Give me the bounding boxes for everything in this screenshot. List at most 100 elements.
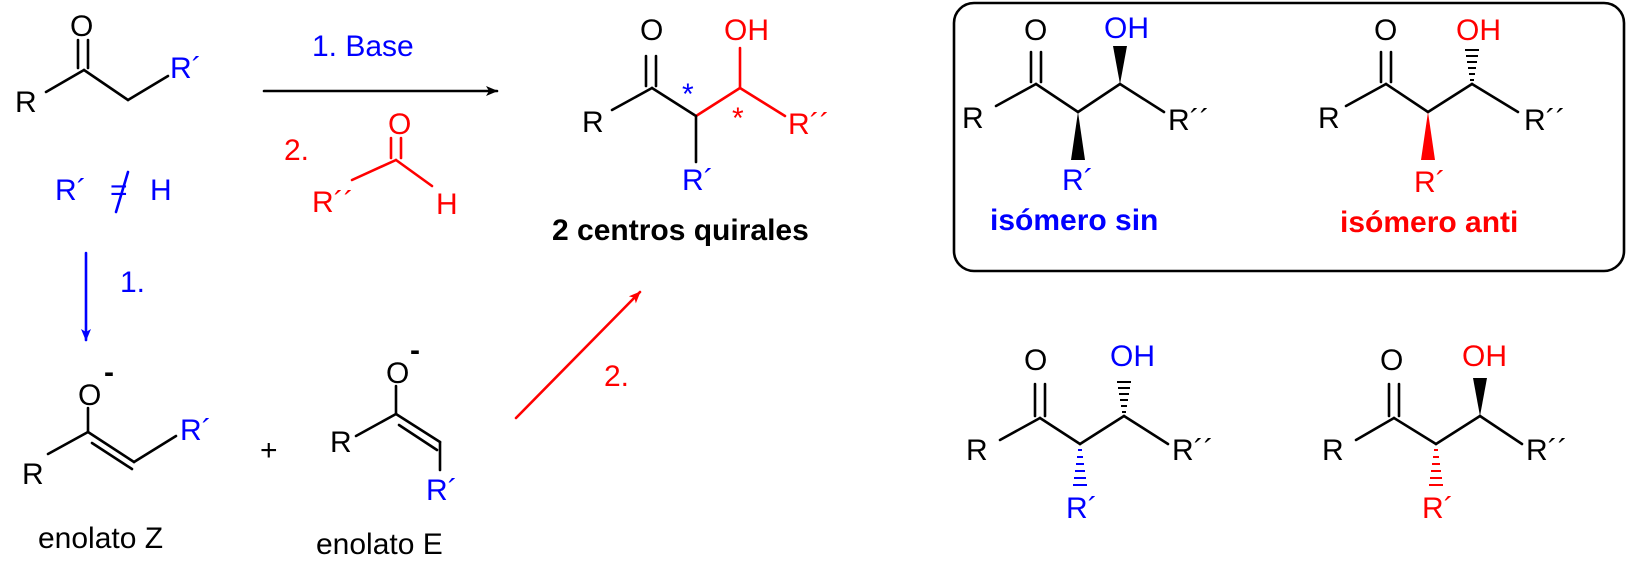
atom-O: O <box>388 108 411 141</box>
atom-R: R <box>330 426 352 459</box>
atom-O-minus: O <box>386 357 409 390</box>
substituent-Rp: R´ <box>682 164 714 197</box>
bond <box>1470 82 1520 114</box>
substituent-Rp: R´ <box>1414 166 1446 199</box>
atom-R: R <box>15 86 37 119</box>
chiral-marker-1: * <box>682 78 694 111</box>
arrow-step-1-label: 1. <box>120 266 145 299</box>
substituent-Rpp: R´´ <box>312 186 354 219</box>
bond <box>1434 414 1482 446</box>
bond <box>1122 414 1170 446</box>
chiral-marker-2: * <box>732 102 744 135</box>
bond <box>1392 416 1438 446</box>
bond <box>354 412 398 438</box>
double-bond <box>86 430 136 464</box>
arrow-enolates-to-product <box>514 290 642 420</box>
substituent-Rp: R´ <box>1422 492 1454 525</box>
atom-O: O <box>1380 344 1403 377</box>
group-OH: OH <box>1462 340 1507 373</box>
aldol-product: O OH R R´´ R´ * * 2 centros quirales <box>552 14 830 247</box>
bond <box>46 430 90 456</box>
substituent-Rpp: R´´ <box>1524 104 1566 137</box>
wedge-bond <box>1421 112 1435 160</box>
reaction-conditions: 1. Base 2. O R´´ H <box>262 30 499 221</box>
bond <box>998 416 1042 442</box>
condition-rp: R´ <box>55 174 87 207</box>
anti-enantiomer: O OH R R´´ R´ <box>1322 340 1568 525</box>
bond <box>1034 82 1080 114</box>
bond <box>738 86 787 118</box>
reagent-step-2: 2. <box>284 134 309 167</box>
substituent-Rp: R´ <box>1066 492 1098 525</box>
bond <box>610 86 654 112</box>
hash-bond <box>1429 449 1443 486</box>
anti-isomer: O OH R R´´ R´ isómero anti <box>1318 14 1566 239</box>
syn-enantiomer: O OH R R´´ R´ <box>966 340 1214 525</box>
atom-R: R <box>962 102 984 135</box>
bond <box>1354 416 1396 442</box>
atom-O-minus: O <box>78 379 101 412</box>
bond <box>394 158 434 188</box>
anti-caption: isómero anti <box>1340 206 1518 239</box>
atom-H: H <box>436 188 458 221</box>
condition-rp-not-h: R´ = H <box>55 170 172 214</box>
syn-caption: isómero sin <box>990 204 1158 237</box>
bond <box>1426 82 1474 114</box>
bond <box>1384 82 1430 114</box>
enolate-e: O - R R´ enolato E <box>316 334 458 561</box>
charge-minus: - <box>104 356 114 389</box>
bond <box>1038 416 1082 446</box>
bond <box>694 86 742 118</box>
arrow-step-2-label: 2. <box>604 360 629 393</box>
group-OH: OH <box>1456 14 1501 47</box>
bond <box>44 68 86 94</box>
atom-R: R <box>22 458 44 491</box>
atom-R: R <box>1318 102 1340 135</box>
atom-O: O <box>1024 14 1047 47</box>
atom-R: R <box>1322 434 1344 467</box>
not-slash <box>114 170 130 214</box>
wedge-bond <box>1113 46 1127 84</box>
hash-bond <box>1117 381 1131 413</box>
substituent-Rpp: R´´ <box>788 108 830 141</box>
double-bond <box>394 412 442 444</box>
caption-enolato-z: enolato Z <box>38 522 163 555</box>
double-bond <box>90 441 134 471</box>
charge-minus: - <box>410 334 420 367</box>
syn-isomer: O OH R R´´ R´ isómero sin <box>962 12 1210 237</box>
bond <box>126 74 170 102</box>
substituent-Rpp: R´´ <box>1526 434 1568 467</box>
wedge-bond <box>1071 112 1085 160</box>
bond <box>1078 414 1126 446</box>
condition-equals: = <box>110 174 128 207</box>
starting-ketone: O R R´ <box>15 10 202 119</box>
plus-sign: + <box>260 434 278 467</box>
caption-enolato-e: enolato E <box>316 528 443 561</box>
substituent-Rp: R´ <box>180 414 212 447</box>
bond <box>1076 82 1122 114</box>
atom-R: R <box>582 106 604 139</box>
enolate-z: O - R R´ enolato Z <box>22 356 212 555</box>
bond <box>1344 82 1388 108</box>
bond <box>132 434 178 464</box>
hash-bond <box>1073 449 1087 486</box>
substituent-Rp: R´ <box>170 52 202 85</box>
wedge-bond <box>1473 378 1487 416</box>
substituent-Rp: R´ <box>426 474 458 507</box>
atom-O: O <box>1374 14 1397 47</box>
substituent-Rpp: R´´ <box>1172 434 1214 467</box>
product-caption: 2 centros quirales <box>552 214 809 247</box>
substituent-Rpp: R´´ <box>1168 104 1210 137</box>
bond <box>650 86 698 118</box>
substituent-Rp: R´ <box>1062 164 1094 197</box>
hash-bond <box>1465 49 1479 81</box>
group-OH: OH <box>724 14 769 47</box>
atom-R: R <box>966 434 988 467</box>
atom-O: O <box>1024 344 1047 377</box>
stereoisomer-box <box>952 1 1626 273</box>
double-bond <box>397 423 439 452</box>
bond <box>82 68 130 102</box>
bond <box>1118 82 1166 114</box>
bond <box>994 82 1038 108</box>
condition-h: H <box>150 174 172 207</box>
